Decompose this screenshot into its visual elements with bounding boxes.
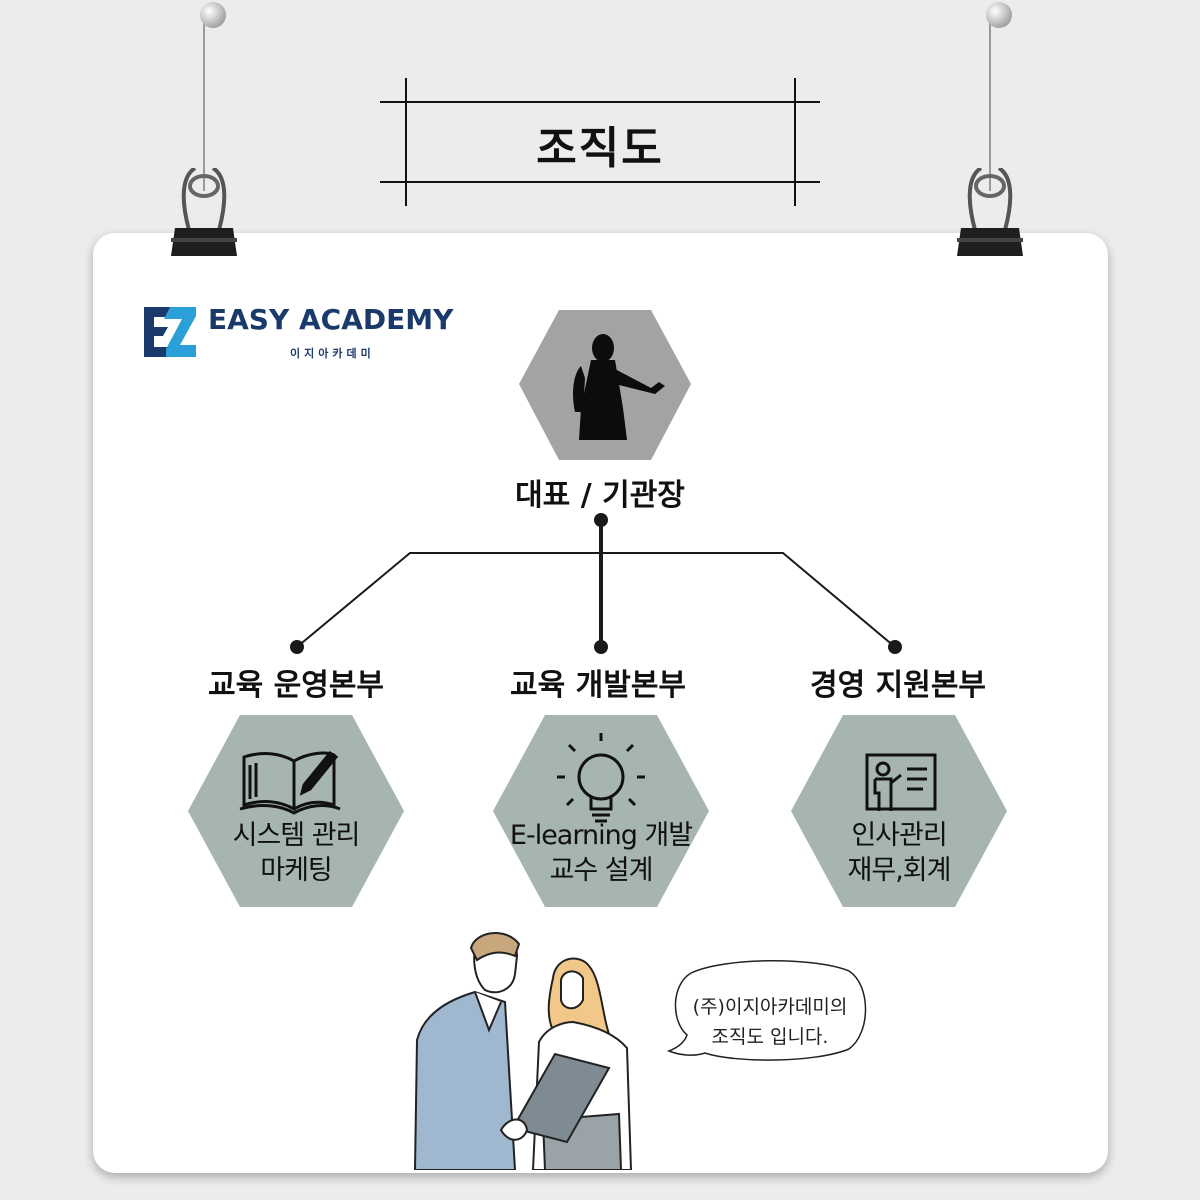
logo-subtitle: 이지아카데미 (290, 347, 375, 360)
left-pin-icon (200, 2, 226, 28)
easy-academy-logo: EASY ACADEMY 이지아카데미 (140, 303, 470, 363)
ceo-hexagon (519, 310, 691, 460)
title-frame: 조직도 (380, 78, 820, 206)
right-binder-clip-icon (955, 166, 1025, 258)
whiteboard-presenter-icon (865, 753, 937, 811)
dept-label-operations: 교육 운영본부 (207, 668, 385, 703)
speech-bubble (666, 960, 867, 1061)
left-binder-clip-icon (169, 166, 239, 258)
duty-text: E-learning 개발 (509, 820, 693, 851)
dept-duties-operations: 시스템 관리 마케팅 (186, 818, 406, 888)
presenter-silhouette-icon (573, 334, 665, 440)
right-hanging-wire (989, 16, 991, 191)
ez-logo-mark-icon (144, 307, 196, 357)
duty-text: 인사관리 (851, 820, 947, 851)
page-title: 조직도 (536, 123, 664, 174)
left-hanging-wire (203, 16, 205, 191)
duty-text: 교수 설계 (549, 855, 654, 886)
dept-hexagon-development (493, 715, 709, 907)
duty-text: 재무,회계 (847, 855, 952, 886)
right-pin-icon (986, 2, 1012, 28)
dept-label-development: 교육 개발본부 (509, 668, 687, 703)
duty-text: 마케팅 (260, 855, 333, 886)
lightbulb-icon (557, 733, 645, 823)
logo-name: EASY ACADEMY (208, 303, 454, 336)
speech-bubble-text: (주)이지아카데미의 조직도 입니다. (680, 992, 860, 1052)
dept-hexagon-management (791, 715, 1007, 907)
ceo-label: 대표 / 기관장 (515, 478, 685, 513)
dept-duties-management: 인사관리 재무,회계 (789, 818, 1009, 888)
speech-line: (주)이지아카데미의 (692, 996, 848, 1018)
speech-line: 조직도 입니다. (711, 1026, 829, 1048)
business-people-illustration (413, 931, 633, 1170)
open-book-pen-icon (239, 750, 341, 815)
duty-text: 시스템 관리 (232, 820, 361, 851)
dept-label-management: 경영 지원본부 (809, 668, 987, 703)
dept-duties-development: E-learning 개발 교수 설계 (491, 818, 711, 888)
dept-hexagon-operations (188, 715, 404, 907)
